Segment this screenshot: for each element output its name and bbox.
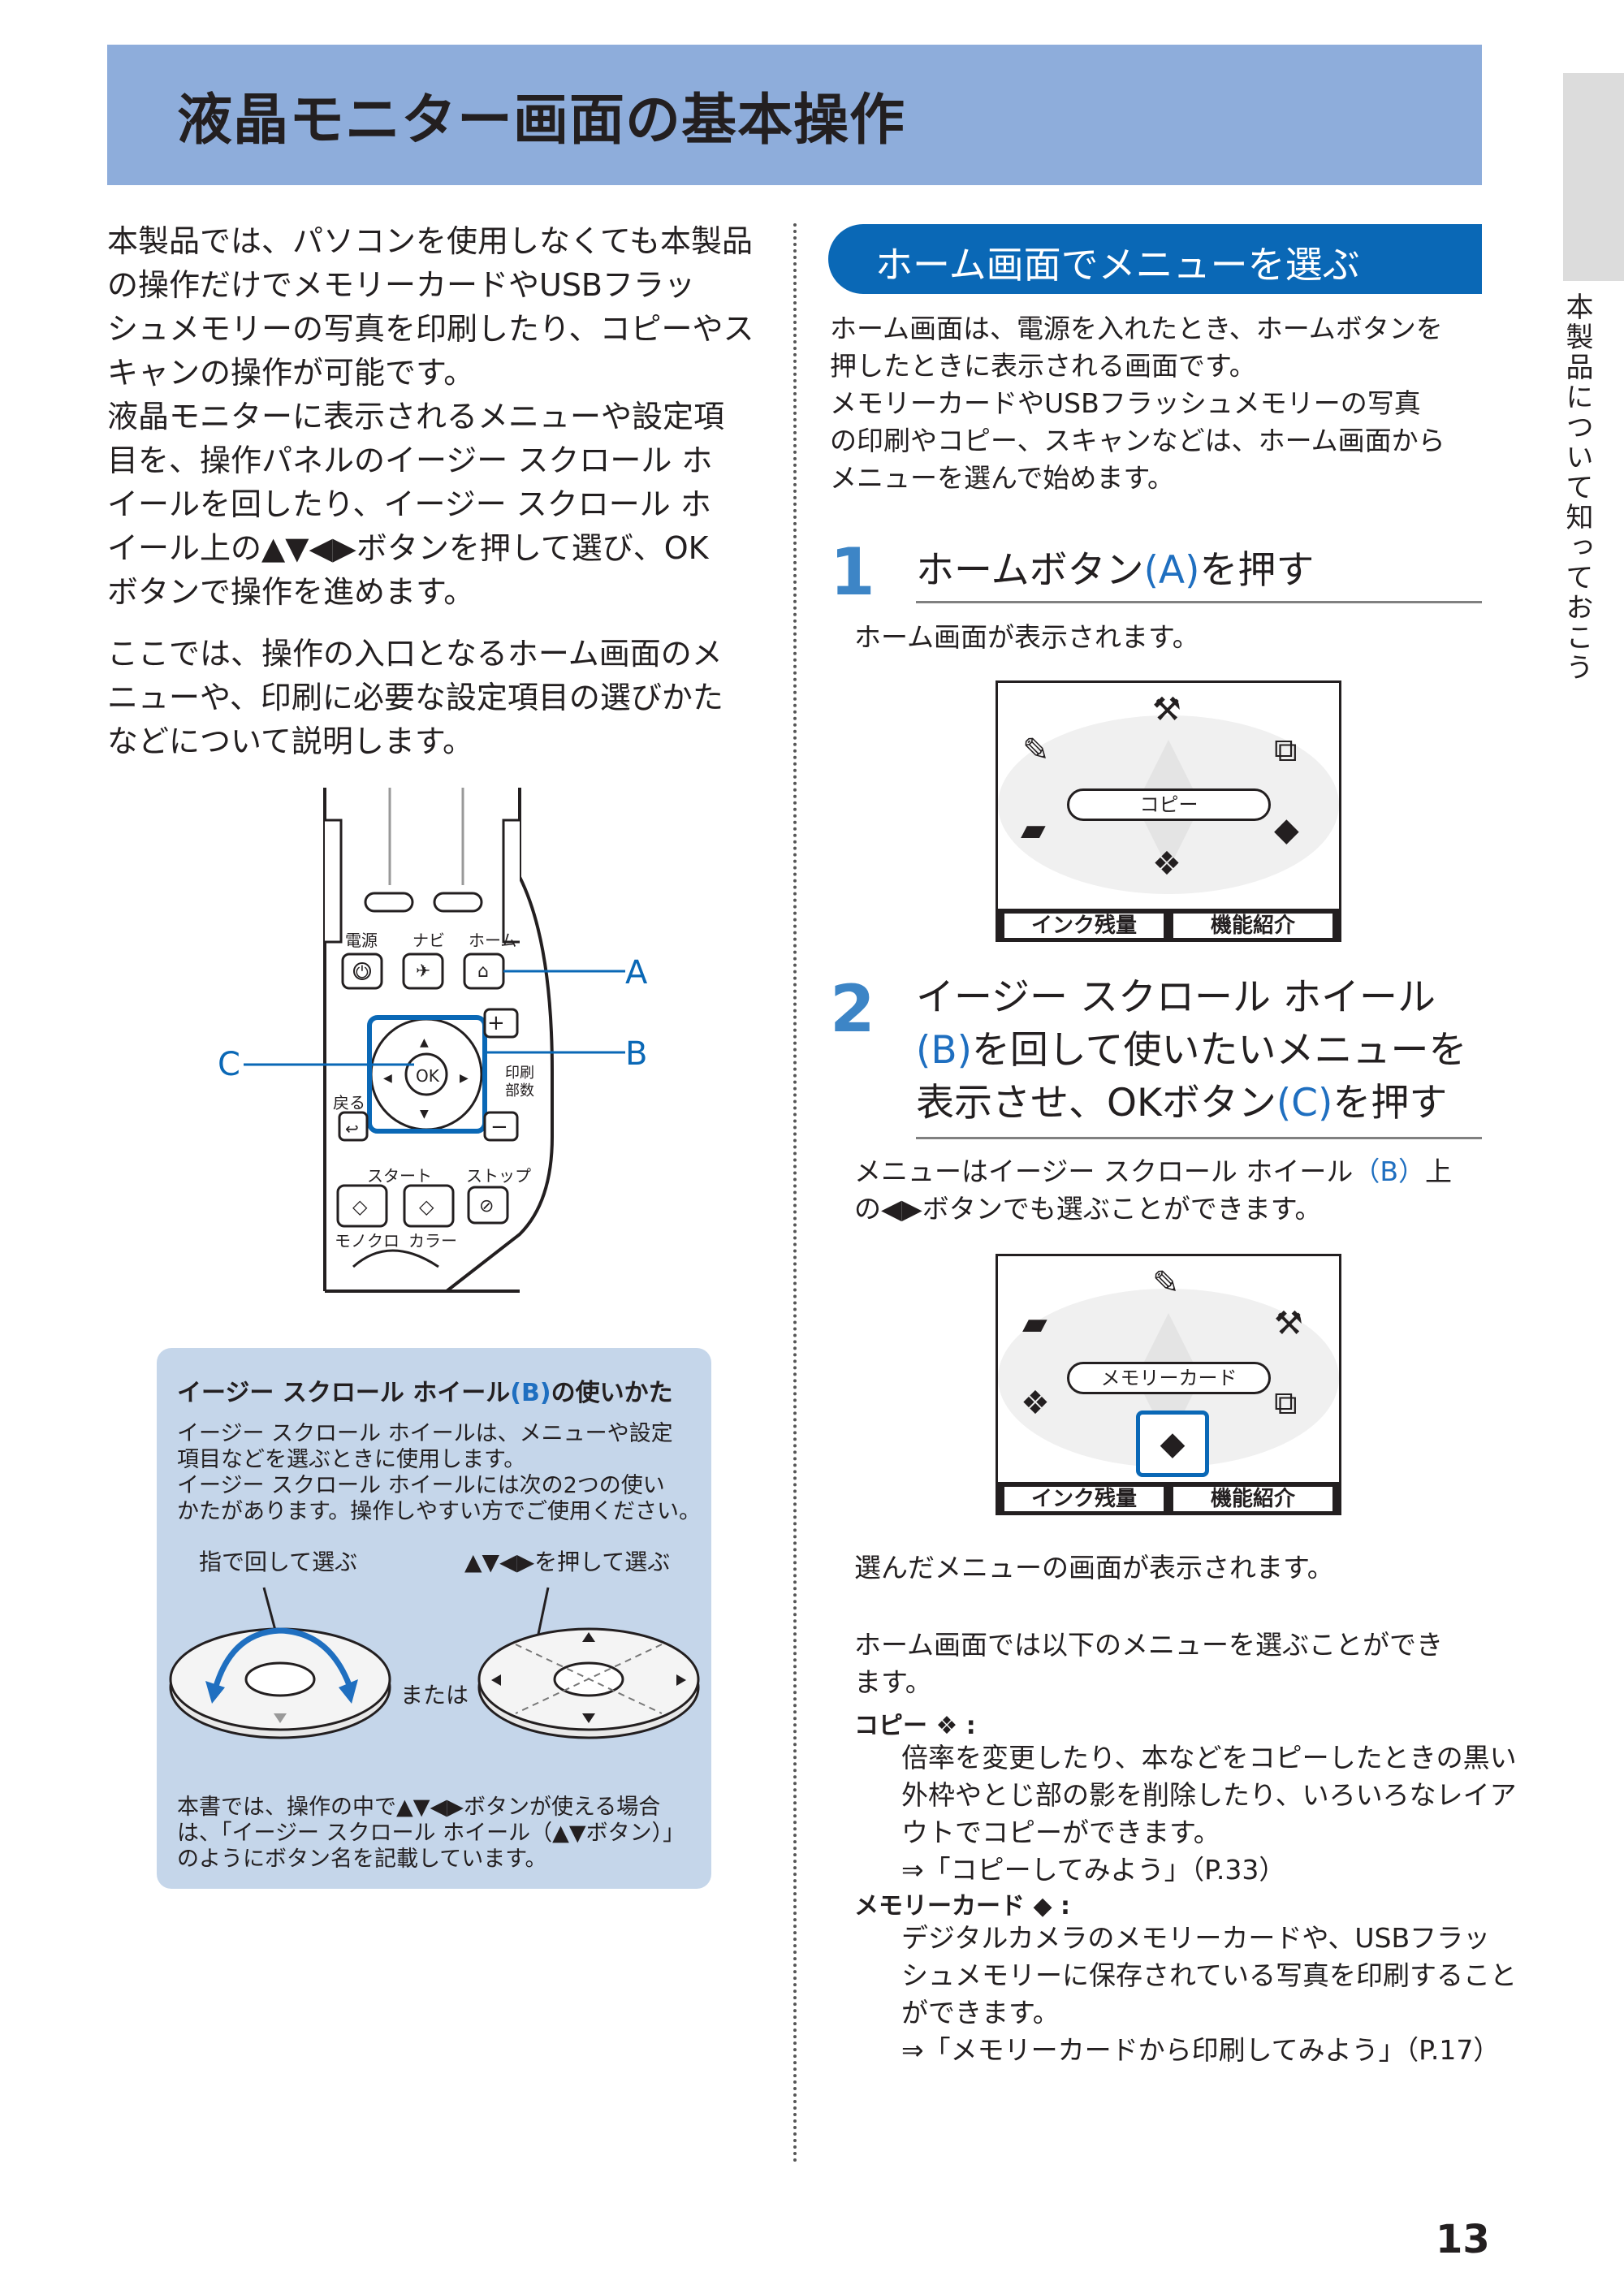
plus-icon: + xyxy=(487,1011,505,1035)
layout-print-icon: ⧉ xyxy=(1274,732,1298,769)
callout-c: C xyxy=(218,1046,240,1083)
panel-label-power: 電源 xyxy=(345,931,378,950)
operation-panel-illustration xyxy=(244,788,625,1293)
side-tab xyxy=(1563,73,1624,281)
wheel-usage-box xyxy=(157,1348,711,1889)
function-intro-button[interactable]: 機能紹介 xyxy=(1172,1485,1334,1513)
copy-menu-reference[interactable]: ⇒「コピーしてみよう」（P.33） xyxy=(901,1854,1286,1886)
power-icon: ⏻ xyxy=(356,962,369,982)
callout-b: B xyxy=(625,1035,648,1073)
callout-a: A xyxy=(625,954,648,991)
panel-label-stop: ストップ xyxy=(466,1166,531,1186)
left-arrow-icon: ◀ xyxy=(383,1072,392,1085)
ink-level-button[interactable]: インク残量 xyxy=(1003,1485,1165,1513)
title-band xyxy=(107,45,1482,185)
step-1-title: ホームボタン(A)を押す xyxy=(916,548,1315,593)
memory-card-icon: ◆ xyxy=(1274,811,1299,849)
start-color-icon: ◇ xyxy=(419,1195,434,1218)
right-arrow-icon: ▶ xyxy=(460,1072,469,1085)
navi-icon: ✈ xyxy=(416,961,431,982)
press-label: ▲▼◀▶を押して選ぶ xyxy=(464,1549,671,1575)
memory-card-menu-reference[interactable]: ⇒「メモリーカードから印刷してみよう」（P.17） xyxy=(901,2034,1501,2066)
panel-label-navi: ナビ xyxy=(412,931,445,950)
photo-print-icon: ✎ xyxy=(1022,732,1050,769)
layout-print-icon: ⧉ xyxy=(1274,1385,1298,1422)
column-divider xyxy=(793,223,797,2164)
section-heading: ホーム画面でメニューを選ぶ xyxy=(875,243,1360,287)
memory-card-menu-desc: デジタルカメラのメモリーカードや、USBフラッ シュメモリーに保存されている写真… xyxy=(901,1920,1517,2069)
step-2-rule xyxy=(916,1137,1482,1139)
panel-label-start: スタート xyxy=(367,1166,432,1186)
wheel-diagrams xyxy=(169,1587,700,1739)
minus-icon: − xyxy=(490,1115,508,1139)
panel-label-home: ホーム xyxy=(469,931,517,950)
settings-icon: ⚒ xyxy=(1274,1305,1303,1342)
memory-card-icon: ◆ xyxy=(1025,1892,1052,1920)
intro-paragraph-1: 本製品では、パソコンを使用しなくても本製品 の操作だけでメモリーカードやUSBフ… xyxy=(107,223,754,610)
step-2-note: メニューはイージー スクロール ホイール（B）上 の◀▶ボタンでも選ぶことができ… xyxy=(854,1156,1452,1225)
menu-list-intro: ホーム画面では以下のメニューを選ぶことができ ます。 xyxy=(854,1629,1444,1698)
wheel-usage-heading: イージー スクロール ホイール(B)の使いかた xyxy=(177,1379,673,1407)
start-mono-icon: ◇ xyxy=(352,1195,368,1218)
panel-label-copies-1: 印刷 xyxy=(505,1065,534,1082)
copy-icon: ❖ xyxy=(1152,845,1181,883)
wheel-usage-footer: 本書では、操作の中で▲▼◀▶ボタンが使える場合 は、「イージー スクロール ホイ… xyxy=(177,1795,685,1872)
back-icon: ↩ xyxy=(345,1119,359,1138)
rotate-label: 指で回して選ぶ xyxy=(199,1549,358,1575)
side-tab-label: 本製品について知っておこう xyxy=(1561,292,1593,683)
ok-button-label: OK xyxy=(416,1066,439,1086)
panel-label-color: カラー xyxy=(408,1231,457,1251)
or-label: または xyxy=(400,1682,469,1709)
panel-label-mono: モノクロ xyxy=(335,1231,400,1251)
home-screen-1-menu-label: コピー xyxy=(1067,788,1271,821)
copy-icon: ❖ xyxy=(927,1712,958,1740)
home-screen-2: ✎ ▰ ⚒ ❖ ⧉ ◆ メモリーカード インク残量 機能紹介 xyxy=(996,1254,1341,1515)
section-heading-bg xyxy=(828,224,1482,294)
home-screen-2-menu-label: メモリーカード xyxy=(1067,1362,1271,1394)
scan-icon: ▰ xyxy=(1021,811,1046,849)
step-1-result: ホーム画面が表示されます。 xyxy=(854,621,1199,653)
stop-icon: ⊘ xyxy=(479,1196,495,1216)
step-2-number: 2 xyxy=(830,971,875,1047)
home-icon: ⌂ xyxy=(477,961,489,982)
panel-label-back: 戻る xyxy=(333,1093,365,1112)
intro-paragraph-2: ここでは、操作の入口となるホーム画面のメ ニューや、印刷に必要な設定項目の選びか… xyxy=(107,636,723,759)
panel-label-copies-2: 部数 xyxy=(505,1082,534,1099)
memory-card-menu-heading: メモリーカード ◆ : xyxy=(854,1892,1070,1920)
copy-menu-heading: コピー ❖ : xyxy=(854,1712,976,1740)
step-2-result: 選んだメニューの画面が表示されます。 xyxy=(854,1552,1334,1583)
page-title: 液晶モニター画面の基本操作 xyxy=(177,89,906,153)
home-screen-1: ⚒ ✎ ⧉ ▰ ◆ ❖ コピー インク残量 機能紹介 xyxy=(996,680,1341,942)
step-1-number: 1 xyxy=(830,534,875,610)
copy-icon: ❖ xyxy=(1021,1385,1050,1422)
settings-icon: ⚒ xyxy=(1152,691,1181,728)
wheel-usage-text: イージー スクロール ホイールは、メニューや設定 項目などを選ぶときに使用します… xyxy=(177,1421,702,1524)
page-number: 13 xyxy=(1436,2217,1490,2262)
photo-print-icon: ✎ xyxy=(1152,1264,1180,1302)
ink-level-button[interactable]: インク残量 xyxy=(1003,912,1165,940)
home-section-desc: ホーム画面は、電源を入れたとき、ホームボタンを 押したときに表示される画面です。… xyxy=(830,313,1445,494)
copy-menu-desc: 倍率を変更したり、本などをコピーしたときの黒い 外枠やとじ部の影を削除したり、い… xyxy=(901,1739,1517,1889)
down-arrow-icon: ▼ xyxy=(420,1108,429,1121)
function-intro-button[interactable]: 機能紹介 xyxy=(1172,912,1334,940)
step-2-title: イージー スクロール ホイール (B)を回して使いたいメニューを 表示させ、OK… xyxy=(916,975,1467,1125)
scan-icon: ▰ xyxy=(1022,1305,1047,1342)
memory-card-icon-selected: ◆ xyxy=(1136,1411,1209,1477)
step-1-rule xyxy=(916,601,1482,603)
up-arrow-icon: ▲ xyxy=(420,1036,429,1049)
